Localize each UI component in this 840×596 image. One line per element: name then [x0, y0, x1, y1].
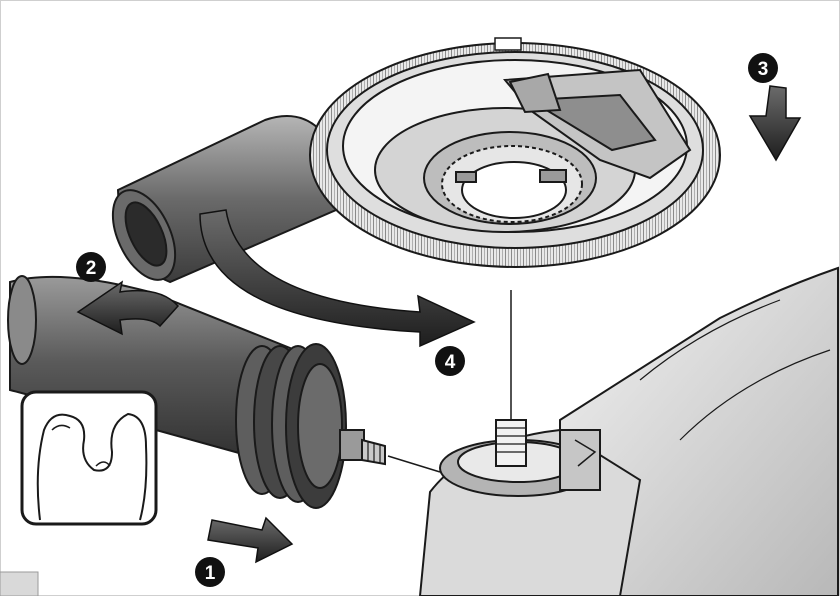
step-label-4: 4	[445, 352, 456, 373]
step-badge-2: 2	[76, 252, 106, 282]
muscle-arm-icon	[20, 390, 158, 526]
push-arrow-icon	[207, 516, 294, 564]
step-label-3: 3	[758, 59, 769, 80]
step-badge-1: 1	[195, 557, 225, 587]
step-badge-3: 3	[748, 53, 778, 83]
step-badge-4: 4	[435, 346, 465, 376]
down-arrow-icon	[748, 85, 802, 162]
auxiliary-handle	[7, 275, 386, 509]
rotate-arrow-icon	[76, 280, 180, 336]
step-label-2: 2	[86, 258, 97, 279]
dust-hood	[111, 37, 721, 284]
step-label-1: 1	[205, 563, 216, 584]
curved-arrow-icon	[199, 209, 476, 348]
angle-grinder	[418, 266, 839, 596]
corner-tab	[0, 571, 39, 596]
alignment-line	[387, 455, 441, 473]
